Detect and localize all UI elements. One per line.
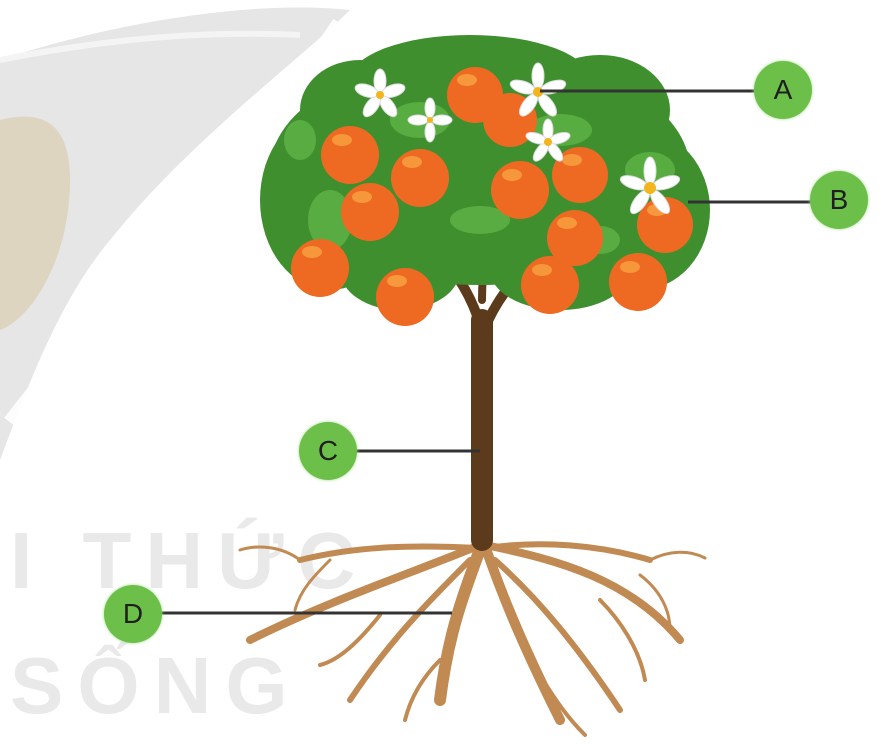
label-c-trunk: C xyxy=(299,422,357,480)
label-d-root: D xyxy=(104,585,162,643)
roots xyxy=(240,540,705,735)
label-b-fruit: B xyxy=(810,171,868,229)
label-a-flower: A xyxy=(754,61,812,119)
